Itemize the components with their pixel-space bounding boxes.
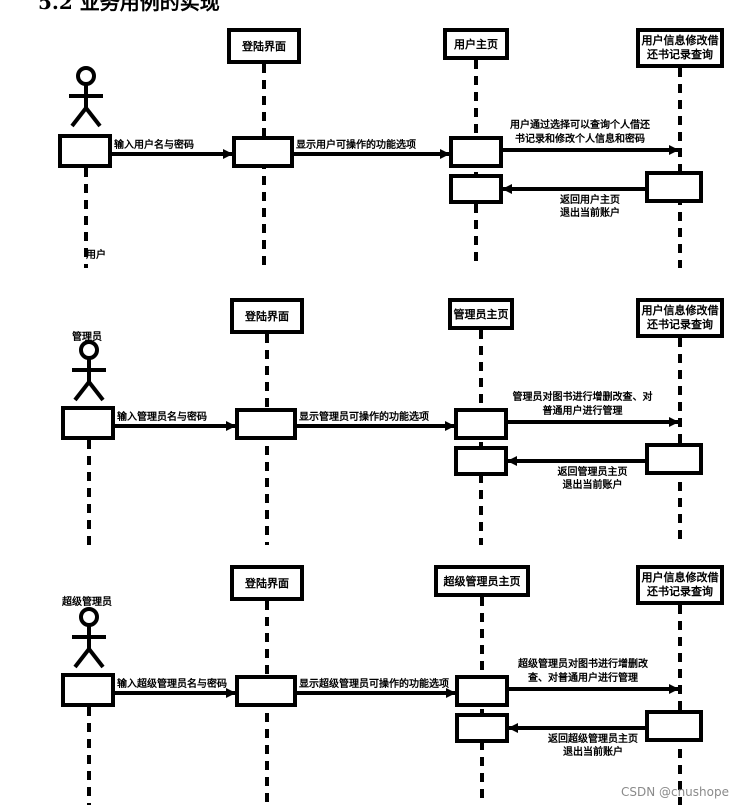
actor-activation (61, 406, 115, 440)
home-activation (449, 136, 503, 168)
watermark: CSDN @cnushope (620, 785, 729, 799)
message-label-2: 显示超级管理员可操作的功能选项 (299, 677, 449, 690)
home-activation (455, 675, 509, 707)
home-page-box (443, 28, 509, 60)
home-return-activation (449, 174, 503, 204)
home-page-box (434, 565, 530, 597)
info-activation (645, 443, 703, 475)
message-label-4-line1: 返回用户主页 (560, 193, 620, 206)
home-return-activation (454, 446, 508, 476)
home-return-activation (455, 713, 509, 743)
info-query-box (636, 565, 724, 605)
info-query-box (636, 28, 724, 68)
message-label-2: 显示管理员可操作的功能选项 (299, 410, 429, 423)
info-query-title-line2: 还书记录查询 (646, 584, 713, 598)
login-activation (235, 675, 297, 707)
actor-figure-icon (72, 607, 106, 669)
actor-label: 管理员 (72, 330, 102, 343)
info-query-title-line1: 用户信息修改借 (642, 33, 719, 47)
info-query-title-line2: 还书记录查询 (646, 317, 713, 331)
home-page-title: 用户主页 (454, 37, 498, 51)
message-label-4-line2: 退出当前账户 (563, 478, 623, 491)
info-activation (645, 710, 703, 742)
actor-figure-icon (69, 66, 103, 128)
message-label-4-line1: 返回超级管理员主页 (548, 732, 638, 745)
actor-label: 用户 (85, 248, 106, 261)
info-activation (645, 171, 703, 203)
message-label-3-line1: 用户通过选择可以查询个人借还 (509, 118, 651, 131)
login-activation (232, 136, 294, 168)
login-screen-box (227, 28, 301, 64)
home-page-box (448, 298, 514, 330)
sequence-diagram-3: 登陆界面 超级管理员主页 用户信息修改借还书记录查询超级管理员输入超级管理员名与密码… (61, 565, 724, 805)
login-activation (235, 408, 297, 440)
home-activation (454, 408, 508, 440)
message-label-3-line2: 查、对普通用户进行管理 (527, 671, 638, 684)
message-label-3-line2: 普通用户进行管理 (543, 404, 623, 417)
login-screen-title: 登陆界面 (244, 576, 289, 590)
section-heading: 5.2 业务用例的实现 (38, 0, 220, 14)
info-query-title-line2: 还书记录查询 (646, 47, 713, 61)
login-screen-title: 登陆界面 (241, 39, 286, 53)
message-label-1: 输入超级管理员名与密码 (117, 677, 227, 690)
login-screen-box (230, 298, 304, 334)
message-label-4-line2: 退出当前账户 (560, 206, 620, 219)
message-label-4-line1: 返回管理员主页 (558, 465, 628, 478)
home-page-title: 超级管理员主页 (443, 574, 521, 588)
message-label-3-line1: 管理员对图书进行增删改查、对 (513, 390, 653, 403)
home-page-title: 管理员主页 (454, 307, 509, 321)
message-label-1: 输入管理员名与密码 (117, 410, 207, 423)
actor-activation (58, 134, 112, 168)
login-screen-box (230, 565, 304, 601)
message-label-2: 显示用户可操作的功能选项 (296, 138, 416, 151)
message-label-4-line2: 退出当前账户 (563, 745, 623, 758)
actor-activation (61, 673, 115, 707)
info-query-title-line1: 用户信息修改借 (642, 570, 719, 584)
actor-figure-icon (72, 340, 106, 402)
message-label-1: 输入用户名与密码 (114, 138, 194, 151)
info-query-title-line1: 用户信息修改借 (642, 303, 719, 317)
actor-label: 超级管理员 (61, 595, 112, 608)
info-query-box (636, 298, 724, 338)
login-screen-title: 登陆界面 (244, 309, 289, 323)
message-label-3-line1: 超级管理员对图书进行增删改 (517, 657, 649, 670)
message-label-3-line2: 书记录和修改个人信息和密码 (515, 132, 645, 145)
